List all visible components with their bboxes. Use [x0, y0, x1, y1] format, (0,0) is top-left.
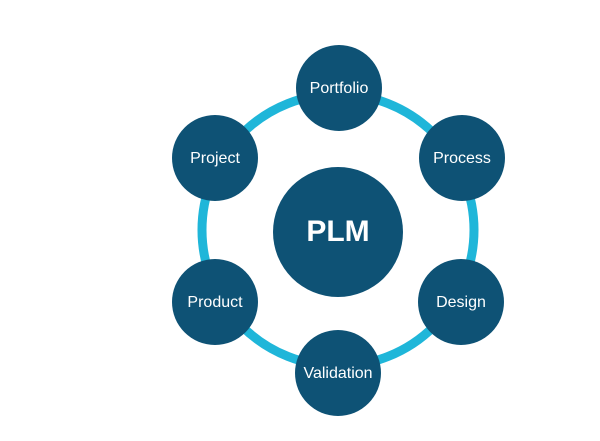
center-node-circle [273, 167, 403, 297]
node-design-label: Design [436, 294, 486, 311]
node-validation-circle [295, 330, 381, 416]
node-process-label: Process [433, 150, 491, 167]
node-validation: Validation [295, 330, 381, 416]
node-portfolio: Portfolio [296, 45, 382, 131]
node-product: Product [172, 259, 258, 345]
node-design-circle [418, 259, 504, 345]
center-node: PLM [273, 167, 403, 297]
node-product-label: Product [187, 294, 243, 311]
node-portfolio-circle [296, 45, 382, 131]
node-validation-label: Validation [303, 365, 372, 382]
center-node-label: PLM [306, 215, 369, 248]
node-product-circle [172, 259, 258, 345]
node-project: Project [172, 115, 258, 201]
node-design: Design [418, 259, 504, 345]
node-process: Process [419, 115, 505, 201]
node-project-label: Project [190, 150, 240, 167]
node-portfolio-label: Portfolio [310, 80, 369, 97]
node-project-circle [172, 115, 258, 201]
node-process-circle [419, 115, 505, 201]
